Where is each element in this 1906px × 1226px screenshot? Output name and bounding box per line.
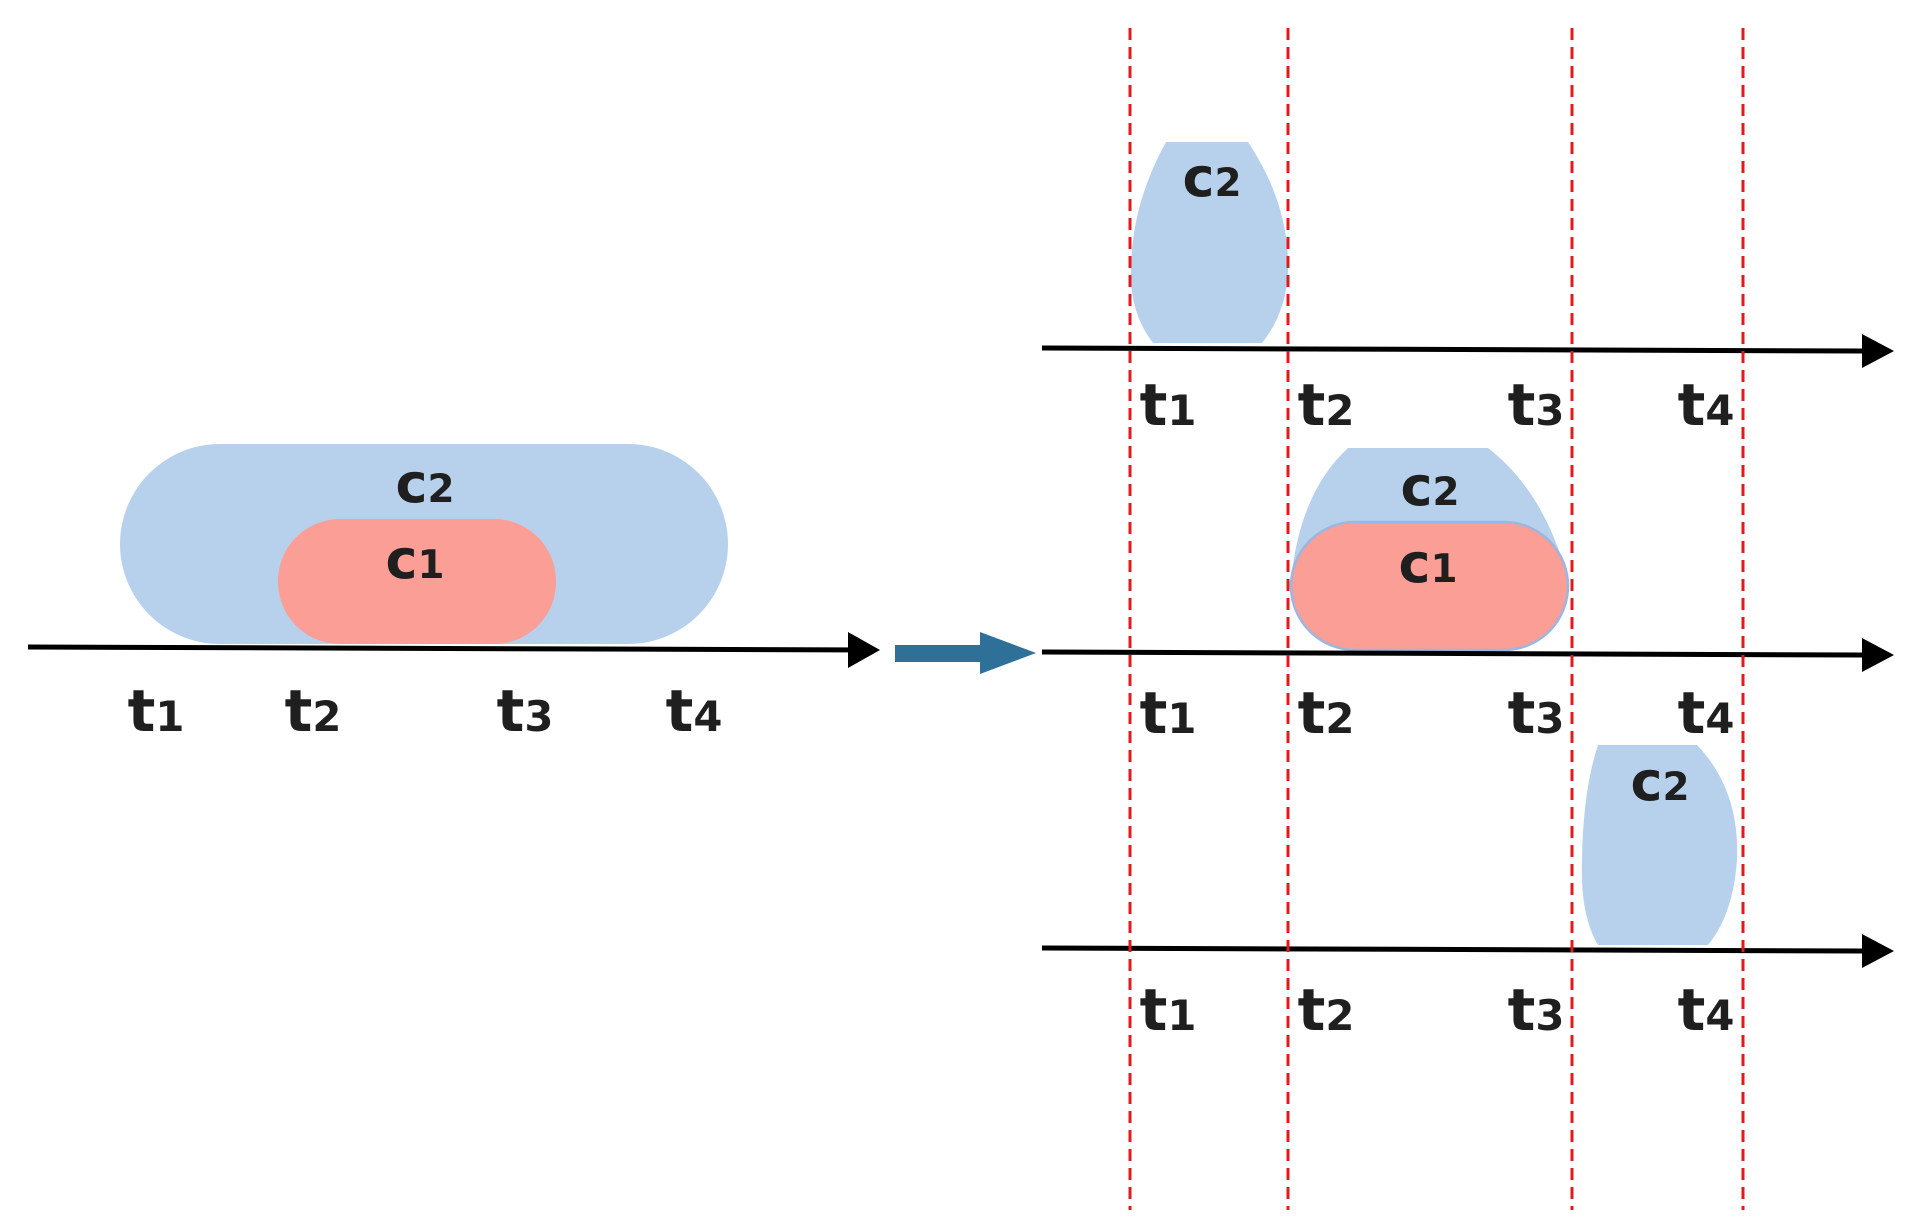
right-row-2-tick-t2: t2 — [1298, 679, 1355, 747]
right-row-2-outer-cluster-label: c2 — [1400, 455, 1459, 518]
right-row-3-tick-t3: t3 — [1508, 976, 1565, 1044]
right-row-2-tick-t1: t1 — [1140, 679, 1197, 747]
left-panel: c2 c1 t1 t2 t3 t4 — [27, 444, 880, 745]
left-inner-cluster-label: c1 — [385, 528, 444, 591]
left-inner-cluster-c1 — [278, 519, 556, 644]
right-row-3-cluster-c2 — [1581, 745, 1738, 945]
left-tick-t1: t1 — [128, 677, 185, 745]
right-row-2-inner-cluster-label: c1 — [1398, 532, 1457, 595]
right-row-2-tick-t4: t4 — [1678, 679, 1735, 747]
right-row-1-tick-t1: t1 — [1140, 371, 1197, 439]
right-row-2-arrowhead — [1862, 638, 1894, 672]
right-row-2: c2 c1 t1 t2 t3 t4 — [1041, 448, 1894, 747]
right-row-1-cluster-c2 — [1130, 142, 1289, 343]
time-dividers — [1128, 28, 1745, 1210]
right-row-1-tick-t2: t2 — [1298, 371, 1355, 439]
left-tick-t4: t4 — [666, 677, 723, 745]
right-row-1-axis — [1041, 345, 1863, 354]
left-timeline-axis — [27, 644, 876, 653]
right-panel: c2 t1 t2 t3 t4 c2 c1 — [1041, 28, 1894, 1210]
right-row-1-tick-t3: t3 — [1508, 371, 1565, 439]
right-row-3-arrowhead — [1862, 934, 1894, 968]
left-timeline-arrowhead — [848, 632, 880, 668]
left-tick-t2: t2 — [285, 677, 342, 745]
right-row-3-cluster-label: c2 — [1630, 750, 1689, 813]
right-row-1-arrowhead — [1862, 334, 1894, 368]
right-row-2-axis — [1041, 649, 1863, 658]
right-row-2-tick-t3: t3 — [1508, 679, 1565, 747]
right-row-2-cluster-c1 — [1289, 520, 1570, 652]
right-row-3-tick-t1: t1 — [1140, 976, 1197, 1044]
right-row-3-tick-t4: t4 — [1678, 976, 1735, 1044]
left-outer-cluster-label: c2 — [395, 452, 454, 515]
right-row-1-cluster-label: c2 — [1182, 146, 1241, 209]
transform-arrow — [895, 632, 1036, 674]
right-row-3-tick-t2: t2 — [1298, 976, 1355, 1044]
left-tick-t3: t3 — [497, 677, 554, 745]
right-row-1: c2 t1 t2 t3 t4 — [1041, 142, 1894, 439]
right-row-3-axis — [1041, 945, 1863, 954]
right-row-1-tick-t4: t4 — [1678, 371, 1735, 439]
right-row-3: c2 t1 t2 t3 t4 — [1041, 745, 1894, 1044]
